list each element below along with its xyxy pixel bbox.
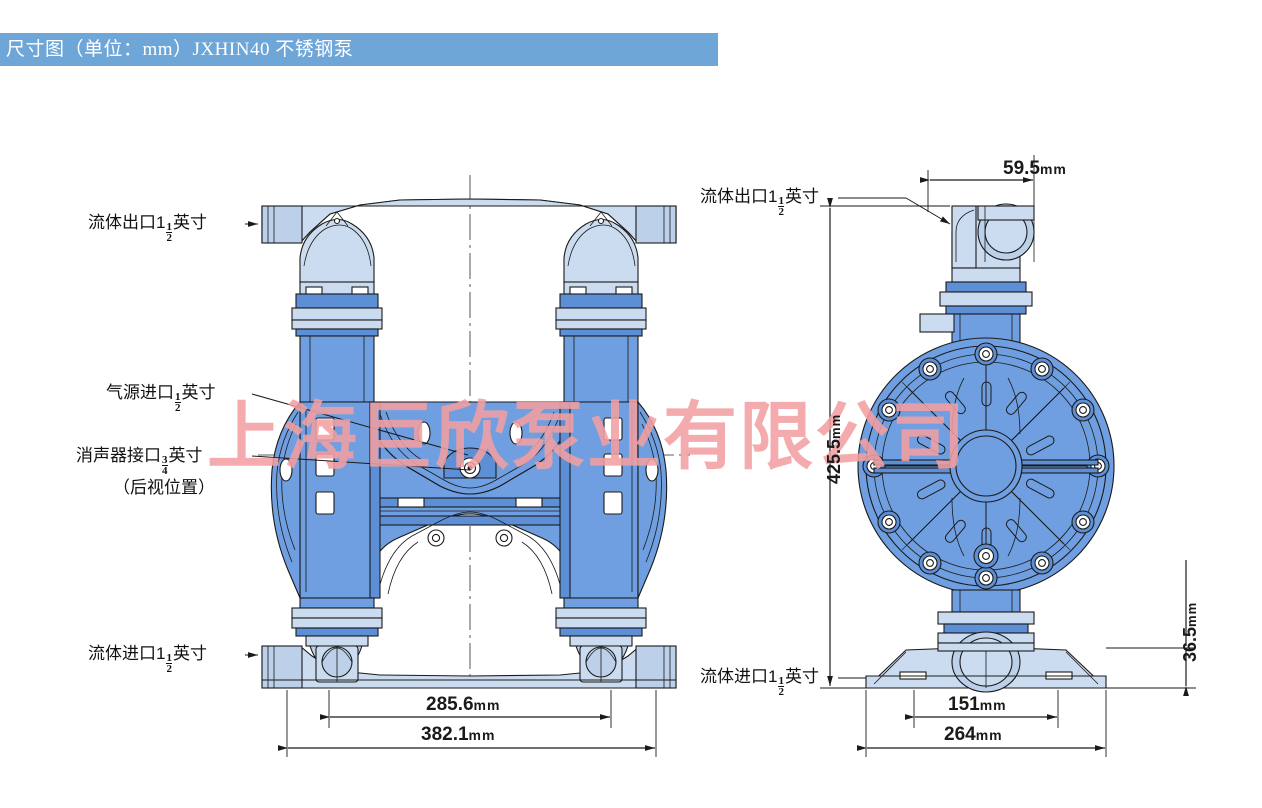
side-view: [820, 155, 1196, 757]
front-upper-valve-flanges: [291, 281, 647, 403]
callout-muffler-port-note: （后视位置）: [113, 478, 215, 497]
front-pump-body: [270, 400, 668, 599]
dim-label-151: 151mm: [948, 694, 1007, 715]
side-outlet-elbow: [951, 203, 1035, 269]
dim-label-285-6: 285.6mm: [426, 694, 501, 715]
dim-label-59-5: 59.5mm: [1003, 158, 1067, 179]
dim-425-5: [820, 198, 950, 689]
dim-label-264: 264mm: [944, 724, 1003, 745]
front-view: [245, 175, 690, 757]
page-title: 尺寸图（单位：mm）JXHIN40 不锈钢泵: [6, 39, 354, 60]
dim-label-36-5: 36.5mm: [1180, 601, 1200, 662]
dim-label-382-1: 382.1mm: [421, 724, 496, 745]
front-lower-valve-flanges: [291, 597, 647, 647]
dim-label-425-5: 425.5mm: [824, 413, 844, 484]
side-upper-neck: [919, 267, 1033, 345]
front-inlet-manifold: [261, 645, 677, 689]
side-base-plate: [864, 631, 1108, 693]
dim-264: [857, 690, 1107, 757]
header-bar: 尺寸图（单位：mm）JXHIN40 不锈钢泵: [0, 33, 718, 66]
dim-151: [905, 690, 1059, 728]
leader-air-inlet: [251, 393, 469, 456]
side-diaphragm-cover: [857, 337, 1115, 595]
front-outlet-manifold: [261, 198, 677, 283]
bolt-circle: [862, 342, 1110, 590]
dim-59-5: [920, 155, 1035, 212]
dim-382-1: [278, 690, 657, 757]
leader-muffler-port: [251, 455, 471, 471]
dim-285-6: [320, 690, 612, 728]
dim-36-5: [1106, 560, 1196, 696]
